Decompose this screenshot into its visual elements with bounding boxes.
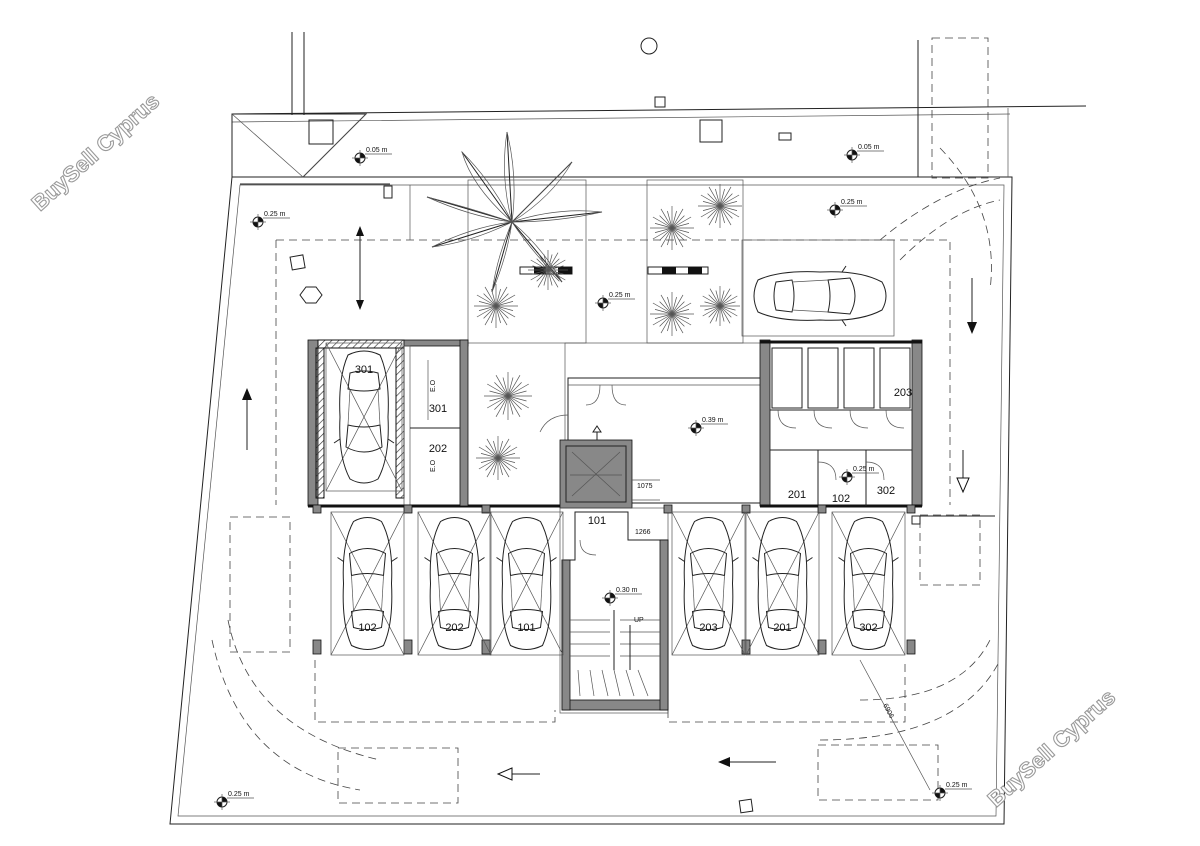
shrubs bbox=[474, 184, 742, 480]
level-text: 0.25 m bbox=[853, 466, 875, 473]
level-text: 0.25 m bbox=[841, 199, 863, 206]
site-boundary bbox=[169, 176, 1013, 825]
storage-label: 101 bbox=[588, 515, 606, 527]
arrow-down-outline-icon bbox=[956, 450, 970, 494]
level-marker: 0.25 m bbox=[839, 466, 879, 485]
shrub-icon bbox=[650, 206, 694, 250]
svg-text:BuySell Cyprus: BuySell Cyprus bbox=[983, 684, 1121, 811]
parking-spaces: 301 102 202 101 203 201 302 bbox=[325, 342, 906, 656]
parking-label: 202 bbox=[445, 622, 463, 634]
parking-space-202: 202 bbox=[417, 511, 492, 656]
watermark-top-left: BuySell Cyprus bbox=[26, 88, 165, 216]
arrow-up-icon bbox=[242, 388, 252, 450]
level-text: 0.05 m bbox=[858, 144, 880, 151]
street-lines bbox=[231, 32, 1087, 179]
level-text: 0.39 m bbox=[702, 417, 724, 424]
parking-label: 102 bbox=[358, 622, 376, 634]
level-text: 0.05 m bbox=[366, 147, 388, 154]
storage-label: 203 bbox=[894, 387, 912, 399]
double-arrow-vertical-icon bbox=[356, 226, 364, 310]
storage-label: 102 bbox=[832, 493, 850, 505]
level-marker: 0.25 m bbox=[827, 199, 867, 218]
arrow-down-icon bbox=[967, 278, 977, 334]
level-text: 0.25 m bbox=[946, 782, 968, 789]
level-marker: 0.05 m bbox=[844, 144, 884, 163]
palm-tree-icon bbox=[426, 131, 603, 293]
site-features bbox=[240, 183, 754, 814]
svg-text:E.O: E.O bbox=[430, 459, 437, 472]
parking-space-102: 102 bbox=[330, 511, 405, 656]
driveway-curves bbox=[211, 147, 1001, 804]
courtyard bbox=[467, 179, 895, 344]
arrow-left-outline-icon bbox=[496, 767, 540, 781]
level-marker: 0.25 m bbox=[932, 782, 972, 801]
dimension-text: 1266 bbox=[635, 529, 651, 536]
parking-label: 101 bbox=[517, 622, 535, 634]
parking-space-302: 302 bbox=[831, 511, 906, 656]
storage-label: 202 bbox=[429, 443, 447, 455]
level-marker: 0.25 m bbox=[250, 211, 290, 230]
shrub-icon bbox=[528, 250, 568, 290]
parking-label: 203 bbox=[699, 622, 717, 634]
level-text: 0.30 m bbox=[616, 587, 638, 594]
dimension-text: 1075 bbox=[637, 483, 653, 490]
arrow-left-icon bbox=[718, 757, 776, 767]
shrub-icon bbox=[484, 372, 532, 420]
building-outline bbox=[307, 339, 923, 714]
level-text: 0.25 m bbox=[228, 791, 250, 798]
parking-space-201: 201 bbox=[745, 511, 820, 656]
level-marker: 0.25 m bbox=[595, 292, 635, 311]
level-markers: 0.05 m 0.05 m 0.25 m 0.25 m 0.25 m 0.39 m 0.25… bbox=[214, 144, 972, 810]
level-marker: 0.25 m bbox=[214, 791, 254, 810]
parking-label: 302 bbox=[859, 622, 877, 634]
watermark-bottom-right: BuySell Cyprus bbox=[982, 684, 1121, 812]
car-icon bbox=[753, 265, 887, 327]
storage-eo-marks: E.O E.O bbox=[430, 379, 437, 472]
svg-text:E.O: E.O bbox=[430, 379, 437, 392]
dimension-text: UP bbox=[634, 617, 644, 624]
level-marker: 0.30 m bbox=[602, 587, 642, 606]
parking-label: 201 bbox=[773, 622, 791, 634]
shrub-icon bbox=[650, 292, 694, 336]
shrub-icon bbox=[476, 436, 520, 480]
storage-label: 301 bbox=[429, 403, 447, 415]
svg-text:BuySell Cyprus: BuySell Cyprus bbox=[27, 88, 165, 215]
level-text: 0.25 m bbox=[264, 211, 286, 218]
level-text: 0.25 m bbox=[609, 292, 631, 299]
parking-space-101: 101 bbox=[489, 511, 564, 656]
shrub-icon bbox=[698, 184, 742, 228]
diagonal-dimension-text: 6906 bbox=[881, 703, 895, 720]
shrub-icon bbox=[700, 286, 740, 326]
storage-labels: 301 202 203 201 102 302 101 bbox=[429, 387, 912, 527]
parking-label: 301 bbox=[355, 364, 373, 376]
storage-label: 302 bbox=[877, 485, 895, 497]
parking-space-301: 301 bbox=[325, 342, 403, 492]
storage-label: 201 bbox=[788, 489, 806, 501]
level-marker: 0.39 m bbox=[688, 417, 728, 436]
traffic-arrows bbox=[242, 226, 977, 791]
parking-space-203: 203 bbox=[671, 511, 746, 656]
shrub-icon bbox=[474, 284, 518, 328]
level-marker: 0.05 m bbox=[352, 147, 392, 166]
